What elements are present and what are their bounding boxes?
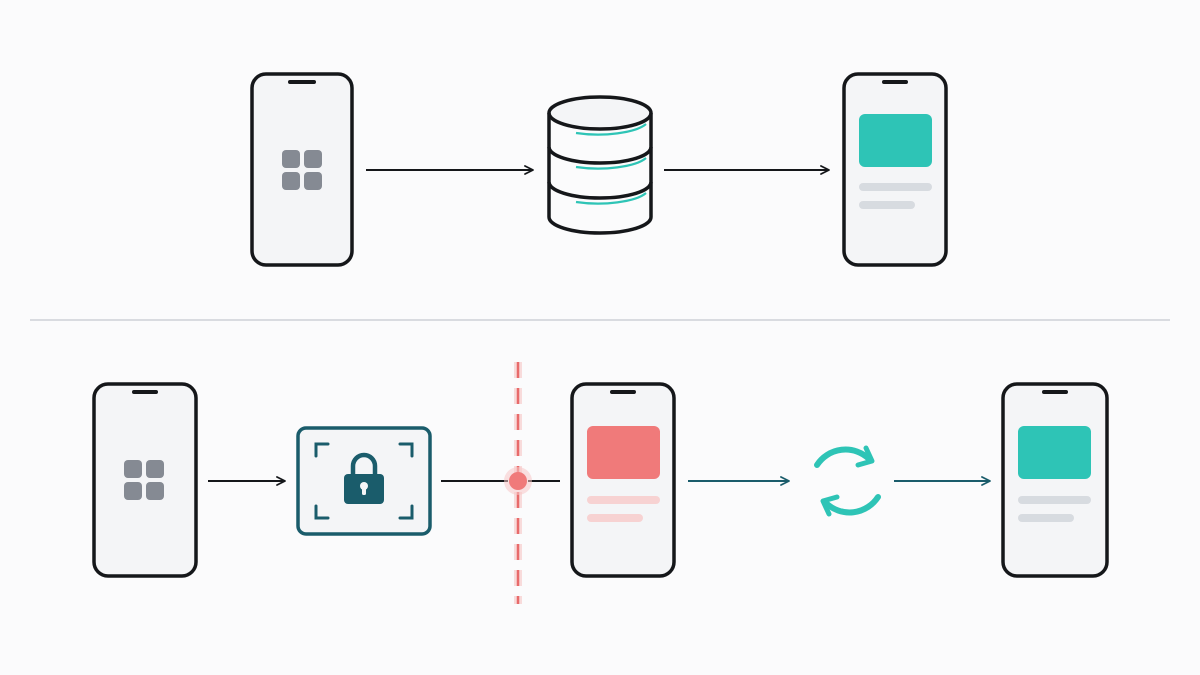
app-grid-icon — [282, 150, 322, 190]
placeholder-line — [587, 496, 660, 504]
blocked-point-icon — [509, 472, 527, 490]
top-result-phone — [842, 72, 948, 267]
top-source-phone — [250, 72, 354, 267]
phone-notch-icon — [132, 390, 158, 394]
secure-capture-box — [296, 426, 432, 536]
phone-notch-icon — [1042, 390, 1068, 394]
lock-icon — [344, 452, 384, 504]
placeholder-line — [587, 514, 643, 522]
content-card-icon — [1018, 426, 1091, 479]
phone-notch-icon — [882, 80, 908, 84]
top-flow — [250, 72, 948, 267]
app-grid-icon — [124, 460, 164, 500]
error-phone — [570, 382, 676, 578]
refresh-icon — [814, 445, 881, 517]
bottom-source-phone — [92, 382, 198, 578]
placeholder-line — [859, 201, 915, 209]
content-card-icon — [859, 114, 932, 167]
bottom-flow — [92, 362, 1109, 604]
placeholder-line — [1018, 496, 1091, 504]
phone-notch-icon — [288, 80, 316, 84]
database-icon — [547, 95, 653, 235]
restored-phone — [1001, 382, 1109, 578]
placeholder-line — [1018, 514, 1074, 522]
content-card-icon — [587, 426, 660, 479]
phone-notch-icon — [610, 390, 636, 394]
placeholder-line — [859, 183, 932, 191]
scan-frame-icon — [314, 442, 414, 520]
dashed-boundary-line — [504, 362, 532, 604]
